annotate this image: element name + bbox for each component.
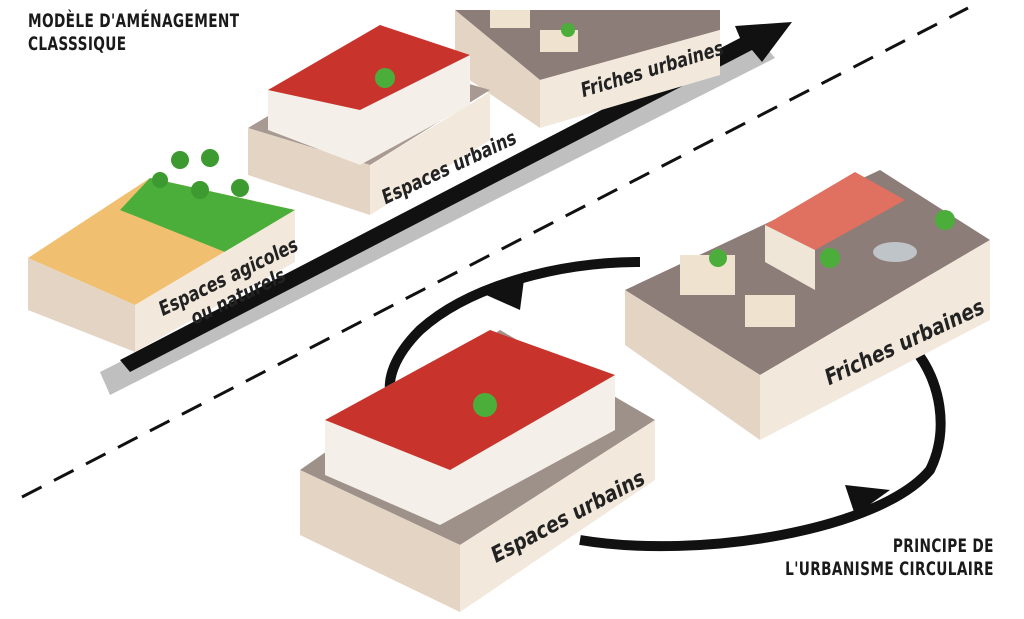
block-urban-classic xyxy=(248,25,490,215)
linear-arrow-shadow xyxy=(100,40,775,395)
block-brownfield-circular xyxy=(625,170,990,440)
block-urban-circular xyxy=(300,330,655,612)
circular-model-title-line2: L'URBANISME CIRCULAIRE xyxy=(785,558,994,580)
linear-arrow xyxy=(120,22,792,372)
circular-arrow-head-right xyxy=(845,485,890,515)
circular-model-title: PRINCIPE DE L'URBANISME CIRCULAIRE xyxy=(785,535,994,581)
classic-model-title-line2: CLASSSIQUE xyxy=(28,33,127,55)
circular-arrow-head-left xyxy=(475,272,525,310)
classic-model-title: MODÈLE D'AMÉNAGEMENT CLASSSIQUE xyxy=(28,10,239,56)
circular-arrow-bottom xyxy=(579,346,946,552)
circular-model-title-line1: PRINCIPE DE xyxy=(892,535,994,557)
block-brownfield-classic xyxy=(455,10,720,128)
block-agricultural xyxy=(28,149,295,352)
classic-model-title-line1: MODÈLE D'AMÉNAGEMENT xyxy=(28,10,240,32)
circular-arrow-top xyxy=(384,257,641,402)
